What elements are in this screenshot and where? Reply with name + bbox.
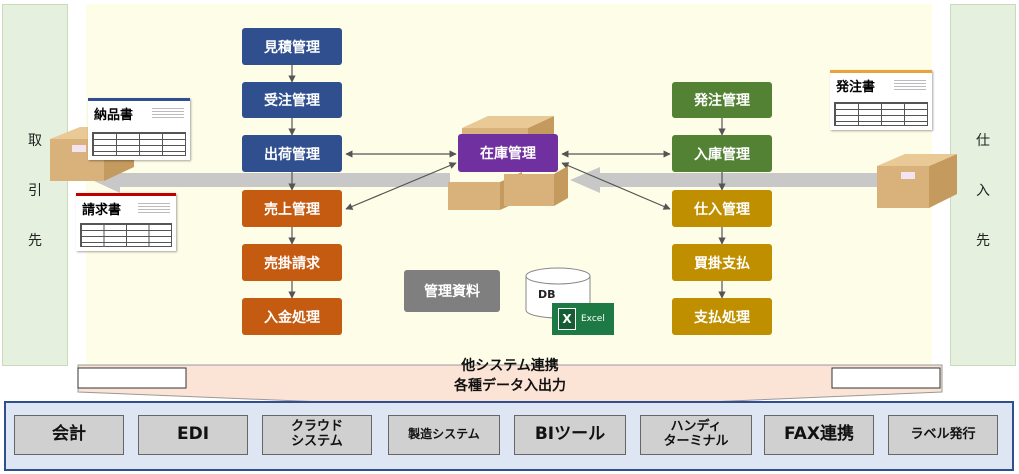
- db-label: DB: [538, 288, 556, 301]
- customer-char-3: 先: [28, 233, 42, 249]
- excel-label: Excel: [581, 314, 605, 324]
- receiving-management[interactable]: 入庫管理: [672, 135, 772, 172]
- purchase-order-document: 発注書: [830, 70, 932, 130]
- purchase-management[interactable]: 仕入管理: [672, 190, 772, 227]
- payable-payment[interactable]: 買掛支払: [672, 244, 772, 281]
- system-bi-tool[interactable]: BIツール: [514, 415, 626, 455]
- excel-letter: X: [558, 308, 576, 330]
- invoice-title: 請求書: [82, 203, 122, 218]
- supplier-char-3: 先: [976, 233, 990, 249]
- integration-line-2: 各種データ入出力: [454, 378, 566, 394]
- system-fax[interactable]: FAX連携: [764, 415, 874, 455]
- supplier-char-2: 入: [976, 183, 990, 199]
- link-inventory-purchase: [561, 162, 671, 210]
- estimate-management[interactable]: 見積管理: [242, 28, 342, 65]
- system-handy-terminal[interactable]: ハンディ ターミナル: [640, 415, 752, 455]
- integration-left-notch: [77, 367, 187, 389]
- payment-processing[interactable]: 支払処理: [672, 298, 772, 335]
- delivery-note-document: 納品書: [88, 98, 190, 160]
- integration-label: 他システム連携 各種データ入出力: [380, 356, 640, 396]
- management-documents[interactable]: 管理資料: [404, 270, 500, 312]
- supplier-char-1: 仕: [976, 133, 990, 149]
- delivery-note-title: 納品書: [94, 108, 134, 123]
- system-manufacturing[interactable]: 製造システム: [388, 415, 500, 455]
- cardboard-box-icon: [877, 154, 957, 208]
- integration-right-notch: [831, 367, 941, 389]
- invoice-document: 請求書: [76, 193, 176, 251]
- excel-icon: X Excel: [552, 303, 614, 335]
- system-accounting[interactable]: 会計: [14, 415, 124, 455]
- system-label-printing[interactable]: ラベル発行: [888, 415, 998, 455]
- customer-char-1: 取: [28, 133, 42, 149]
- receivable-billing[interactable]: 売掛請求: [242, 244, 342, 281]
- customer-panel: 取 引 先: [2, 4, 68, 366]
- purchase-order-management[interactable]: 発注管理: [672, 82, 772, 118]
- system-edi[interactable]: EDI: [138, 415, 248, 455]
- integration-line-1: 他システム連携: [461, 358, 559, 374]
- order-management[interactable]: 受注管理: [242, 82, 342, 118]
- system-cloud[interactable]: クラウド システム: [262, 415, 372, 455]
- purchase-order-title: 発注書: [836, 80, 876, 95]
- sales-management[interactable]: 売上管理: [242, 190, 342, 227]
- shipping-management[interactable]: 出荷管理: [242, 135, 342, 172]
- inventory-management[interactable]: 在庫管理: [458, 134, 558, 172]
- customer-char-2: 引: [28, 183, 42, 199]
- link-sales-inventory: [345, 162, 457, 210]
- payment-receipt[interactable]: 入金処理: [242, 298, 342, 335]
